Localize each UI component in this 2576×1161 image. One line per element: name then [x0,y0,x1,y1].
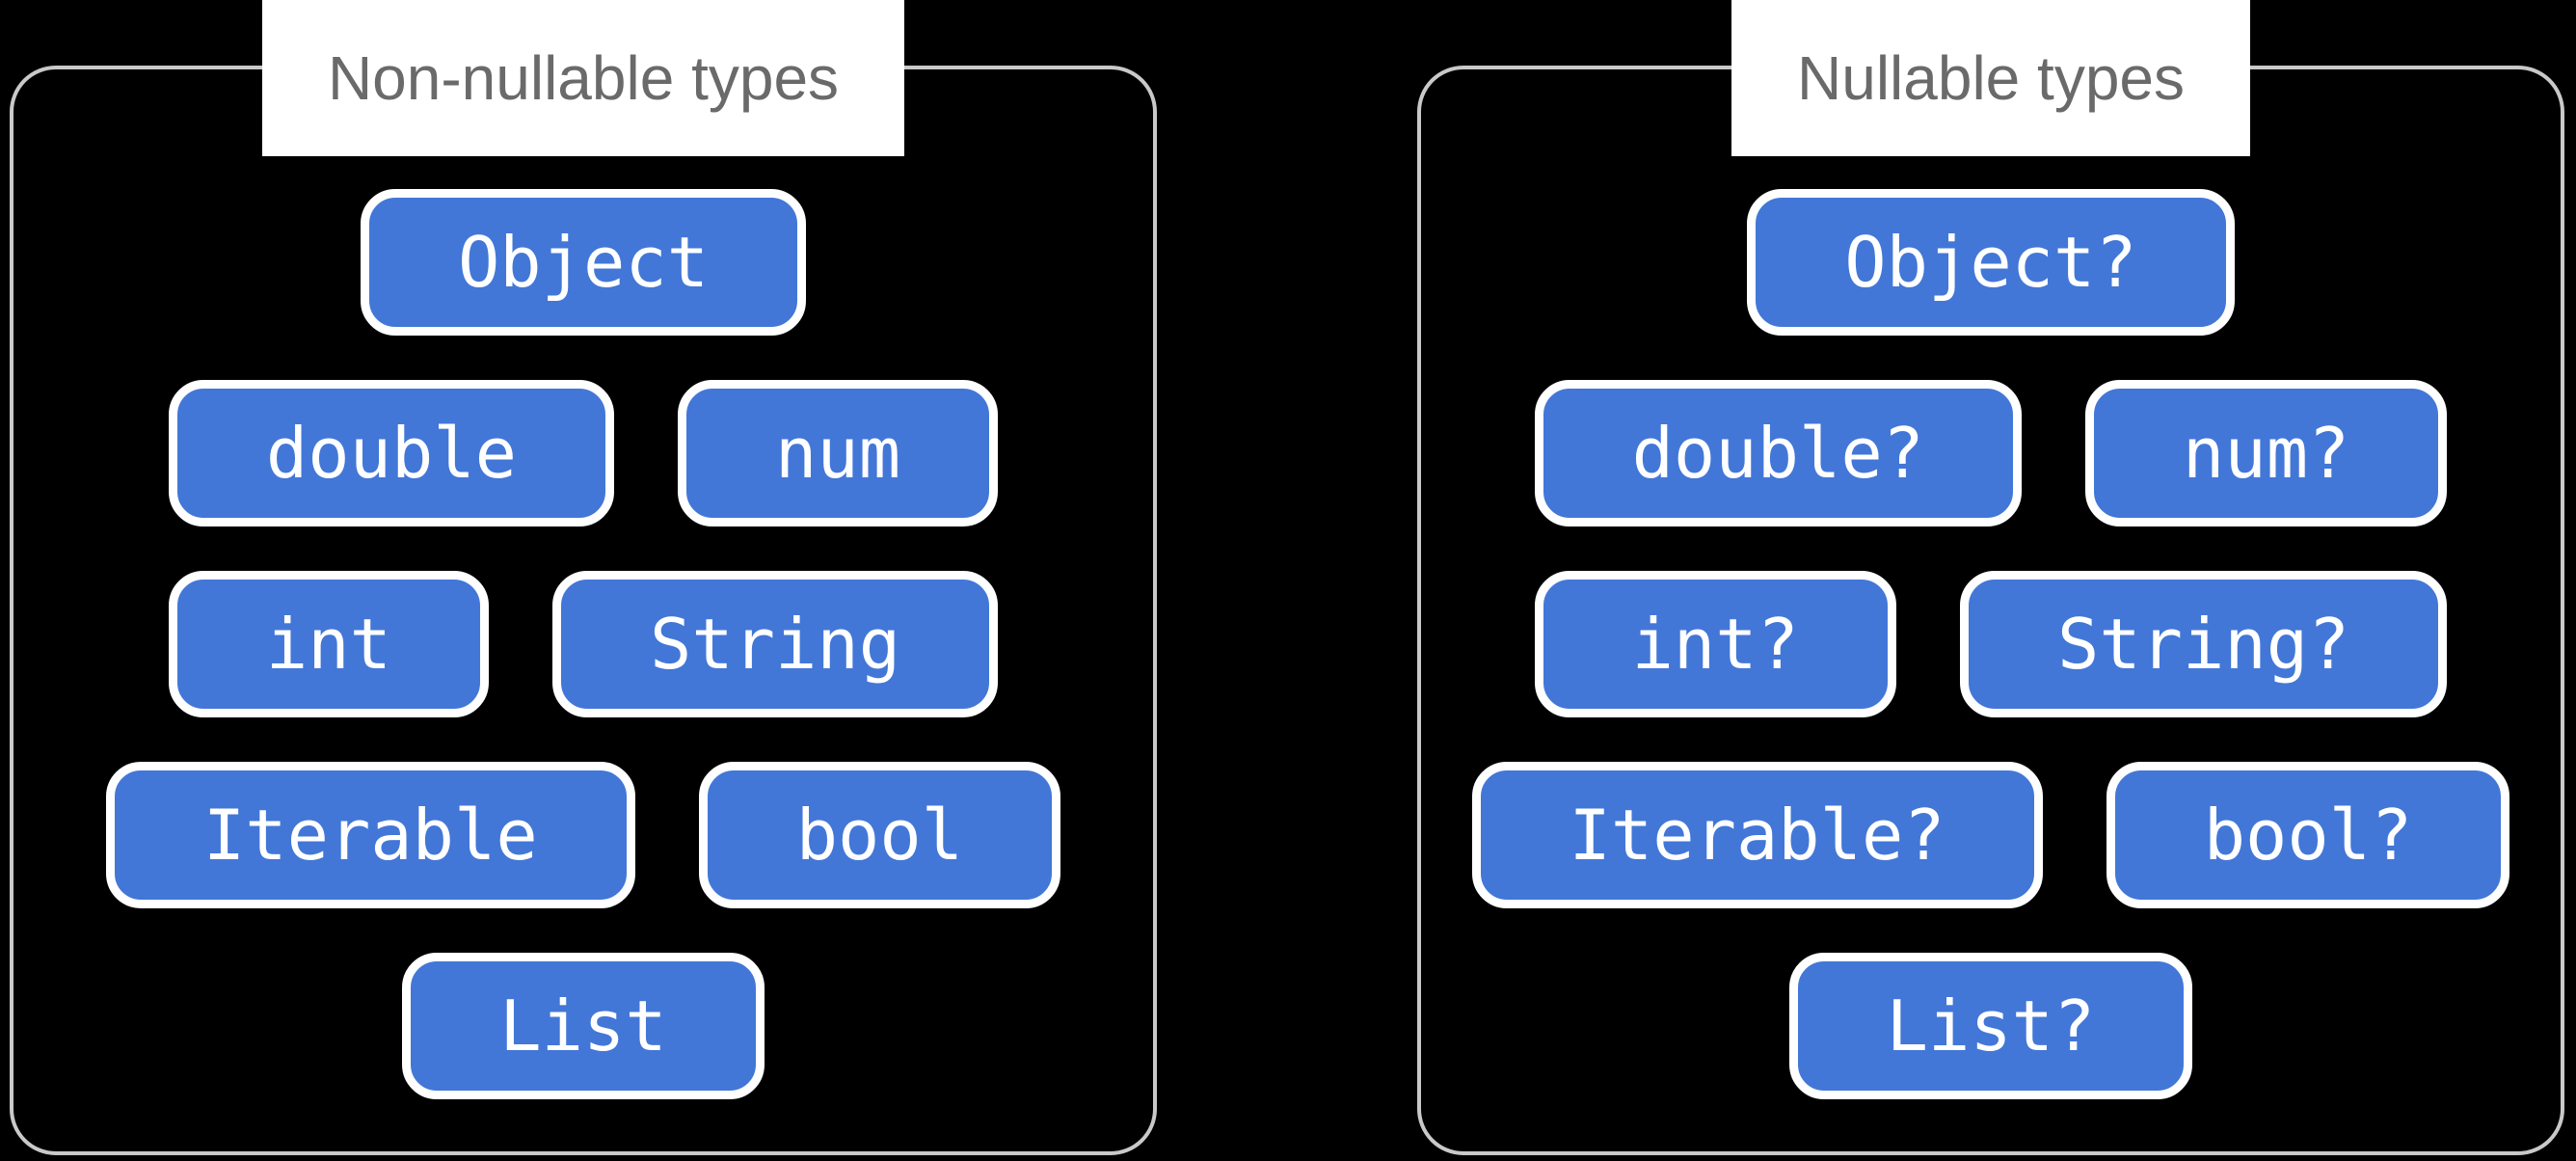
type-pill: String [551,571,999,717]
type-grid-nullable: Object? double? num? int? String? Iterable? bo… [1421,189,2561,1099]
type-row: double? num? [1534,380,2448,526]
type-pill: List [402,953,765,1099]
type-pill: List? [1788,953,2193,1099]
panel-title-non-nullable: Non-nullable types [261,0,905,156]
type-row: Iterable? bool? [1471,762,2510,908]
type-pill: bool? [2106,762,2510,908]
type-row: int String [168,571,999,717]
type-pill: Iterable [105,762,635,908]
type-pill: String? [1959,571,2448,717]
type-pill: int? [1534,571,1896,717]
type-pill: double [168,380,615,526]
type-row: double num [168,380,999,526]
type-row: Object [360,189,807,336]
type-pill: int [168,571,489,717]
type-pill: Object? [1747,189,2235,336]
panel-nullable-types: Nullable types Object? double? num? int? Str… [1417,0,2564,1155]
type-pill: Iterable? [1471,762,2043,908]
type-row: List? [1788,953,2193,1099]
type-row: int? String? [1534,571,2448,717]
type-row: List [402,953,765,1099]
type-row: Object? [1747,189,2235,336]
type-pill: num [678,380,999,526]
type-pill: double? [1534,380,2023,526]
type-pill: bool [698,762,1061,908]
type-pill: num? [2085,380,2448,526]
panel-title-nullable: Nullable types [1731,0,2250,156]
type-pill: Object [360,189,807,336]
type-row: Iterable bool [105,762,1061,908]
panel-non-nullable-types: Non-nullable types Object double num int Str… [10,0,1157,1155]
